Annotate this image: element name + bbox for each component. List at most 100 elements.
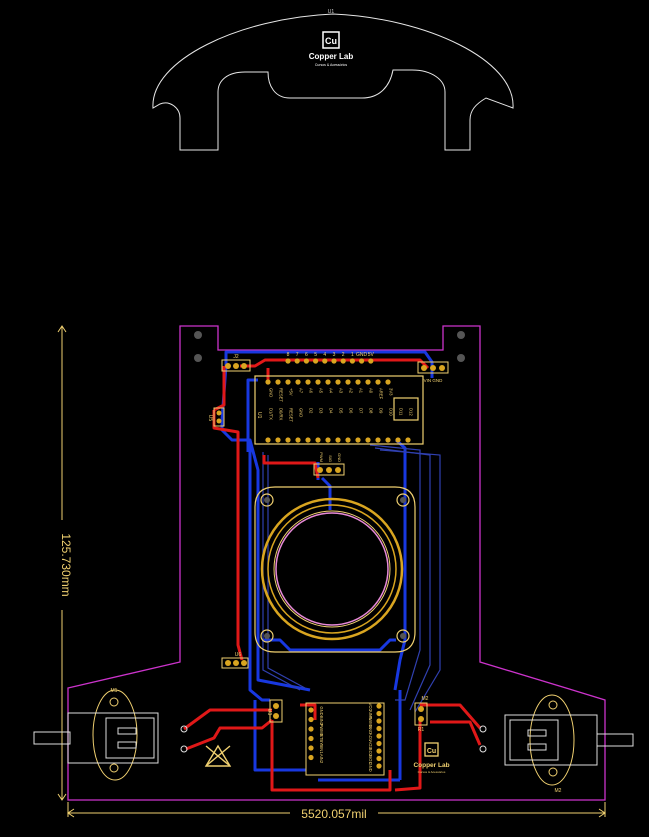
driver-left-pin-label: STBY [319, 734, 324, 745]
mcu-top-pin-pad [315, 379, 321, 385]
mount-hole [457, 354, 465, 362]
driver-right-pin-pad [376, 725, 382, 732]
mcu-top-pin-pad [375, 379, 381, 385]
mcu-bottom-pin-pad [335, 437, 341, 443]
dimension-vertical [57, 325, 67, 801]
copper-lab-logo-top: Cu Copper Lab Cursos & Acessórios [309, 31, 353, 67]
mcu-bottom-pin-label: D6 [349, 408, 354, 414]
header-pin-pad [303, 358, 309, 364]
mcu-top-pin-pad [325, 379, 331, 385]
driver-left-pin-pad [308, 754, 314, 761]
footprint-ring [273, 510, 391, 628]
mcu-bottom-pin-pad [345, 437, 351, 443]
driver-right-pin-pad [376, 748, 382, 754]
driver-right-pin-pad [376, 755, 382, 762]
mcu-bottom-pin-pad [315, 437, 321, 443]
header-pin-label: 3 [333, 352, 336, 358]
mcu-top-pin-pad [335, 379, 341, 385]
mcu-bottom-pin-label: D10 [389, 408, 394, 416]
dimension-horizontal [67, 802, 606, 818]
top-copper-traces [183, 358, 482, 792]
pwm-pin-label: PWM [319, 452, 324, 462]
driver-right-pin-label: AO1 [368, 733, 373, 742]
driver-right-pin-pad [376, 733, 382, 739]
mcu-top-pin-pad [345, 379, 351, 385]
footprint-outer [254, 486, 416, 653]
mcu-top-pin-pad [265, 379, 271, 385]
mcu-bottom-pin-pad [405, 437, 411, 443]
motor-right-label: M2 [555, 788, 562, 794]
bottom-copper-traces [220, 350, 434, 782]
mcu-bottom-pin-label: D8 [369, 408, 374, 414]
mcu-bottom-pin-label: D9 [379, 408, 384, 414]
footprint-ring [267, 504, 397, 634]
motor-driver: GNDBIN2PWMBSTBYBIN1AIN2VCCAIN1PWMAGNDAO1… [305, 702, 385, 776]
power-connector: VIN GND [417, 361, 449, 383]
dimension-horizontal-label: 5520.057mil [301, 807, 366, 821]
driver-left-pin-pad [308, 735, 314, 742]
u6-component: U6 [221, 652, 249, 669]
mcu-bottom-pin-pad [275, 437, 281, 443]
header-pin-pad [294, 358, 300, 364]
u5-component: U5 [207, 407, 225, 427]
j2-connector: J2 [221, 354, 251, 372]
mcu-top-pin-label: A2 [349, 388, 354, 394]
mcu-top-pin-label: RESET [279, 388, 284, 402]
logo-tagline: Cursos & Acessórios [315, 63, 348, 67]
mcu-bottom-pin-label: D0/RX [279, 408, 284, 421]
driver-left-pin-label: AIN2 [319, 754, 324, 764]
mcu-bottom-pin-label: D12 [409, 408, 414, 416]
copper-lab-logo-bottom: Cu Copper Lab Cursos & Acessórios [413, 742, 450, 774]
mcu-bottom-pin-pad [305, 437, 311, 443]
u3-label: U3 [266, 709, 272, 716]
mounting-holes [194, 331, 465, 362]
driver-right-pin-pad [376, 763, 382, 769]
mcu-top-pin-label: 3V3 [389, 388, 394, 396]
mcu-bottom-pin-pad [385, 437, 391, 443]
mcu-bottom-pin-pad [365, 437, 371, 443]
driver-right-pin-pad [376, 718, 382, 724]
mcu-top-pin-label: A0 [369, 388, 374, 394]
driver-right-pin-pad [376, 740, 382, 747]
mcu-bottom-pin-label: D5 [339, 408, 344, 414]
mcu-ref: U1 [256, 412, 262, 419]
driver-left-pin-label: BIN1 [319, 744, 324, 754]
mcu-top-pin-pad [385, 379, 391, 385]
mcu-bottom-pin-label: RESET [289, 408, 294, 422]
mcu-bottom-pin-pad [265, 437, 271, 443]
driver-right-pin-label: PWMA [368, 715, 373, 728]
mcu-top-pin-label: AREF [379, 388, 384, 400]
driver-left-pin-label: PWMB [319, 723, 324, 736]
header-pin-label: 8 [287, 352, 290, 358]
header-pin-pad [313, 358, 319, 364]
driver-right-pin-label: GND [368, 725, 373, 734]
mcu-top-pin-label: A5 [319, 388, 324, 394]
mount-hole [194, 331, 202, 339]
header-pin-label: GND [356, 352, 368, 358]
pwm-pin-label: SIG [328, 455, 333, 462]
mcu-bottom-pin-label: D4 [329, 408, 334, 414]
motor-left-label: M1 [111, 688, 118, 694]
u6-label: U6 [235, 652, 242, 658]
mcu-bottom-pin-label: D1/TX [269, 408, 274, 420]
r1-label: R1 [418, 727, 425, 733]
mcu-bottom-pin-pad [295, 437, 301, 443]
motor-left: M1 [33, 688, 188, 781]
dimension-vertical-label: 125.730mm [59, 533, 73, 596]
mcu-bottom-pin-pad [355, 437, 361, 443]
mcu-bottom-pin-pad [285, 437, 291, 443]
header-pin-pad [359, 358, 365, 364]
driver-right-pin-pad [376, 703, 382, 709]
driver-right-pin-label: BO2 [368, 748, 373, 757]
mcu-top-pin-label: A4 [329, 388, 334, 394]
header-pin-pad [331, 358, 337, 364]
warning-symbol [204, 744, 232, 767]
footprint-ring [260, 497, 404, 641]
mcu-usb-pad [393, 397, 419, 421]
driver-right-pin-label: BO1 [368, 755, 373, 764]
cu-logo-glyph: Cu [325, 36, 337, 46]
mcu-top-pin-pad [305, 379, 311, 385]
